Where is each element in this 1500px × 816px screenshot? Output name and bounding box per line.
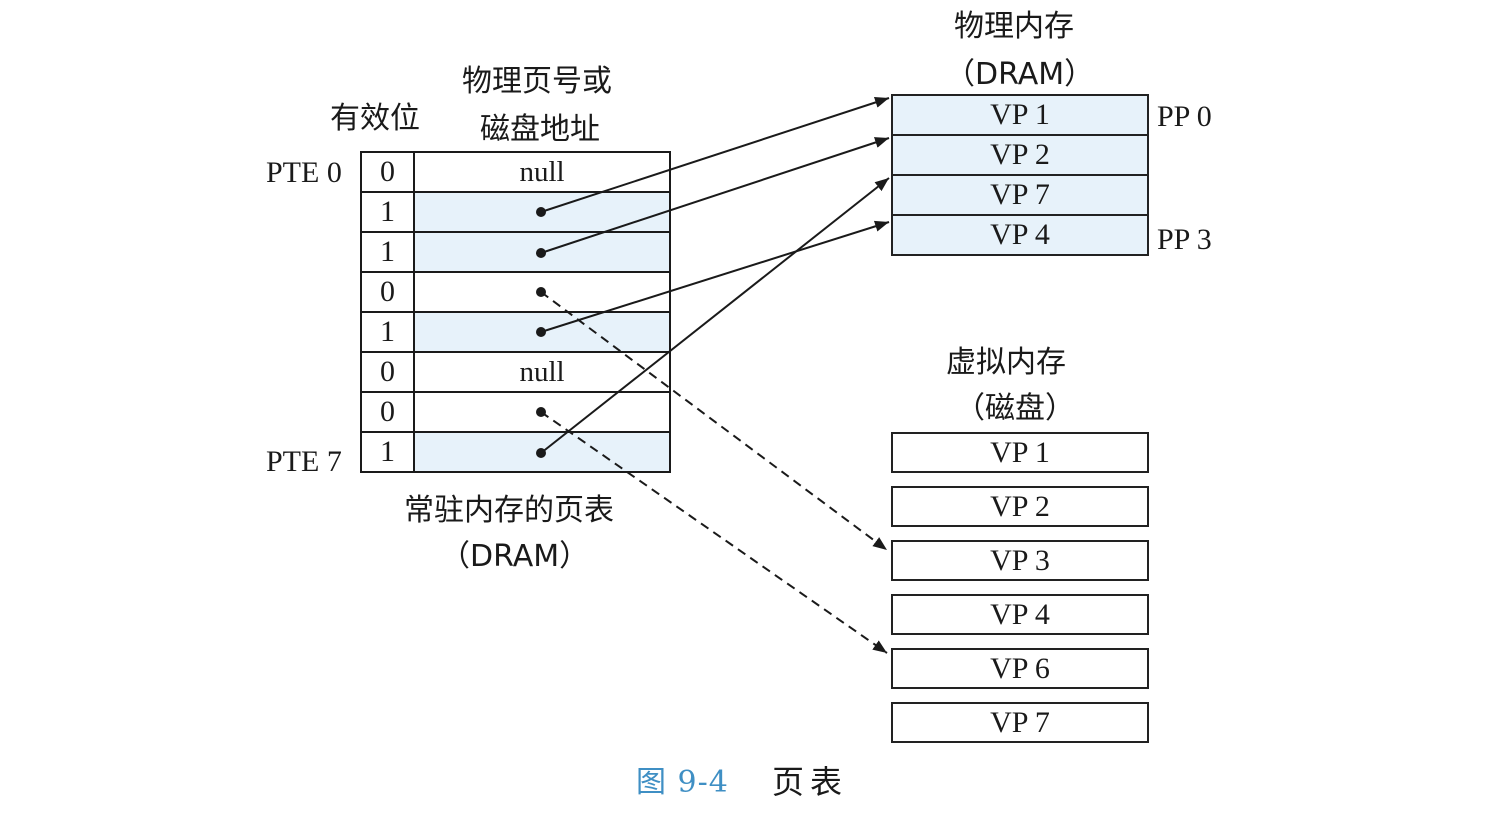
page-table-row-5: 0 null bbox=[361, 352, 670, 392]
physical-memory-subtitle: （DRAM） bbox=[945, 57, 1095, 92]
address-header-line1: 物理页号或 bbox=[462, 64, 612, 99]
physical-page: VP 2 bbox=[891, 134, 1149, 176]
address-cell: null bbox=[519, 355, 565, 388]
virtual-page: VP 7 bbox=[891, 702, 1149, 743]
arrow-pte7-to-pp2 bbox=[540, 177, 890, 454]
page-table-row-6: 0 bbox=[361, 392, 670, 432]
valid-bit-cell: 0 bbox=[380, 355, 395, 388]
address-cell: null bbox=[519, 155, 565, 188]
virtual-memory-subtitle: （磁盘） bbox=[955, 391, 1075, 426]
virtual-page: VP 1 bbox=[891, 432, 1149, 473]
pte-7-label: PTE 7 bbox=[266, 445, 342, 478]
valid-bit-cell: 1 bbox=[380, 435, 395, 468]
physical-page: VP 1 bbox=[891, 94, 1149, 136]
physical-page: VP 4 bbox=[891, 214, 1149, 256]
arrow-pte6-to-disk-vp6 bbox=[540, 411, 888, 654]
page-table-row-3: 0 bbox=[361, 272, 670, 312]
arrow-pte2-to-pp1 bbox=[540, 137, 890, 254]
valid-bit-cell: 0 bbox=[380, 155, 395, 188]
page-table-row-0: 0 null bbox=[361, 152, 670, 192]
virtual-memory-title: 虚拟内存 bbox=[946, 345, 1066, 380]
valid-bit-cell: 0 bbox=[380, 275, 395, 308]
pp-0-label: PP 0 bbox=[1157, 100, 1212, 133]
virtual-page: VP 2 bbox=[891, 486, 1149, 527]
figure-title: 页表 bbox=[772, 763, 849, 801]
virtual-page: VP 3 bbox=[891, 540, 1149, 581]
pte-0-label: PTE 0 bbox=[266, 156, 342, 189]
valid-bit-cell: 1 bbox=[380, 195, 395, 228]
virtual-page: VP 4 bbox=[891, 594, 1149, 635]
virtual-page: VP 6 bbox=[891, 648, 1149, 689]
pp-3-label: PP 3 bbox=[1157, 223, 1212, 256]
arrow-pte1-to-pp0 bbox=[540, 97, 890, 213]
page-table-caption-sub: （DRAM） bbox=[440, 539, 590, 574]
valid-bit-cell: 1 bbox=[380, 235, 395, 268]
arrow-pte4-to-pp3 bbox=[540, 220, 890, 333]
address-header-line2: 磁盘地址 bbox=[480, 112, 600, 147]
page-table-caption: 常驻内存的页表 bbox=[404, 493, 614, 528]
page-table-grid bbox=[360, 151, 671, 473]
valid-bit-cell: 1 bbox=[380, 315, 395, 348]
valid-bit-cell: 0 bbox=[380, 395, 395, 428]
physical-memory-title: 物理内存 bbox=[954, 9, 1074, 44]
figure-number: 图 9-4 bbox=[636, 765, 729, 800]
arrow-pte3-to-disk-vp3 bbox=[540, 291, 888, 551]
valid-bit-header: 有效位 bbox=[330, 101, 420, 136]
